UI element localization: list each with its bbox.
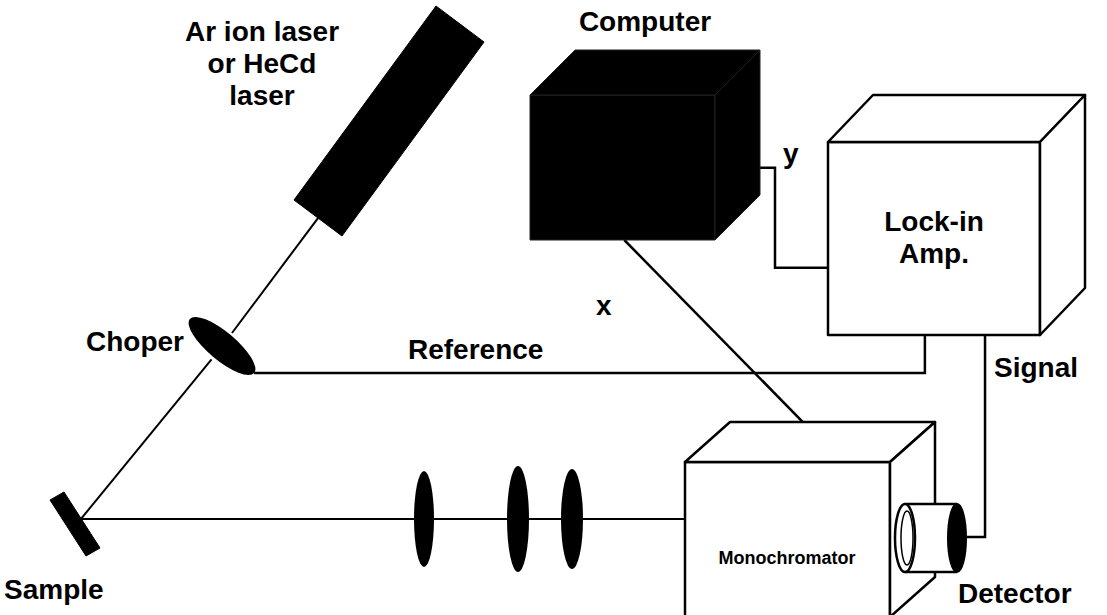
laser-beam xyxy=(232,218,318,333)
y-wire xyxy=(760,168,828,268)
box-face xyxy=(1040,95,1085,335)
connector-label: y xyxy=(783,138,799,170)
laser-source: Ar ion laser or HeCd laser xyxy=(292,4,486,238)
computer-box: Computer xyxy=(530,50,760,240)
computer-label: Computer xyxy=(560,6,730,38)
x-wire xyxy=(624,240,820,440)
detector-cylinder: Detector xyxy=(893,502,967,574)
shape-face xyxy=(715,50,760,240)
chopper-label: Choper xyxy=(70,326,184,358)
detector-label: Detector xyxy=(958,578,1098,610)
node-shape xyxy=(530,50,760,240)
connector-label: Reference xyxy=(408,334,543,366)
signal-wire xyxy=(967,335,985,537)
detector-window xyxy=(901,511,913,565)
emission-beam xyxy=(81,518,685,520)
shape-face xyxy=(50,492,100,556)
detector-end xyxy=(948,504,966,572)
sample-slab: Sample xyxy=(50,492,100,556)
sample-label: Sample xyxy=(4,574,134,606)
monochromator-label: Monochromator xyxy=(719,548,856,569)
reference-wire xyxy=(254,335,925,373)
node-shape xyxy=(893,502,967,574)
shape-face xyxy=(530,95,715,240)
chopper-blade xyxy=(181,308,263,383)
detector-window xyxy=(895,504,915,572)
box-face xyxy=(685,462,890,615)
lock-in-amplifier-box: Lock-in Amp. xyxy=(828,95,1085,335)
node-shape xyxy=(50,492,100,556)
box-face xyxy=(828,142,1040,335)
laser-label: Ar ion laser or HeCd laser xyxy=(178,16,346,113)
connector-label: Signal xyxy=(994,352,1078,384)
chopper-disc: Choper xyxy=(188,316,256,376)
connector-label: x xyxy=(596,290,612,322)
laser-beam xyxy=(81,359,212,519)
lock-in-label: Lock-in Amp. xyxy=(854,206,1014,270)
node-shape xyxy=(188,316,256,376)
